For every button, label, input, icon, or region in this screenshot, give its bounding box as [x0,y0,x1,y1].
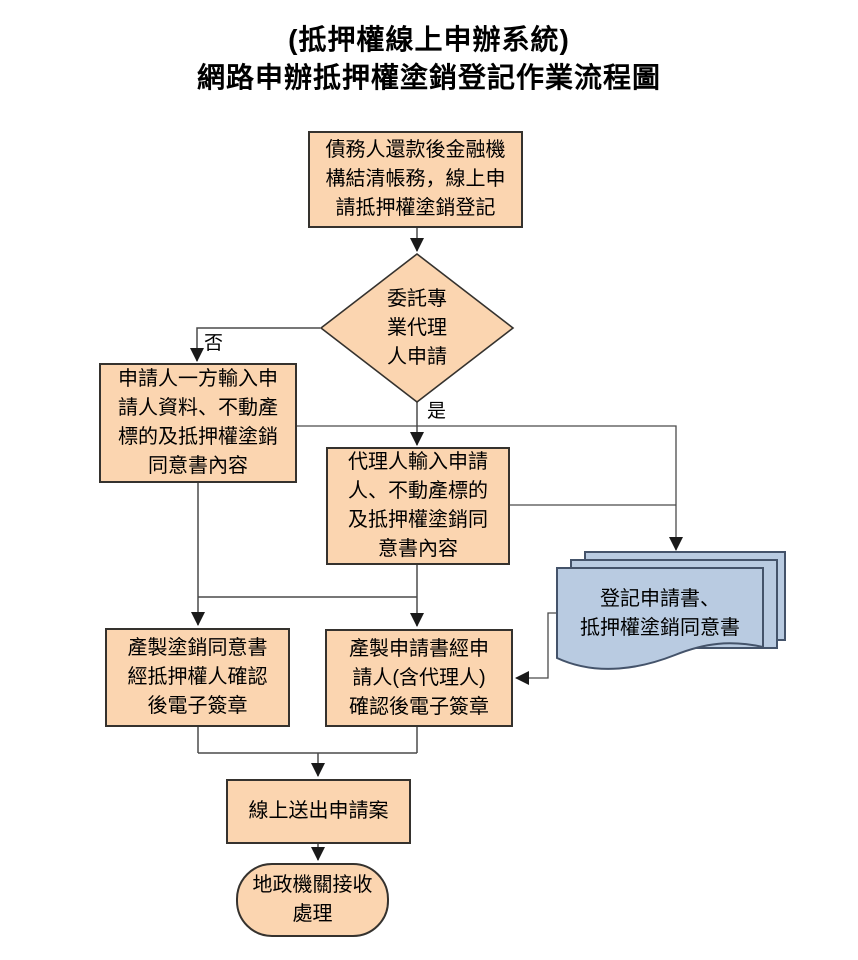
branch-label-no: 否 [204,333,224,354]
decision-diamond-shape [319,252,515,404]
node-submit: 線上送出申請案 [226,779,411,844]
node-agent-input: 代理人輸入申請 人、不動產標的 及抵押權塗銷同 意書內容 [326,447,510,565]
page-title: (抵押權線上申辦系統) 網路申辦抵押權塗銷登記作業流程圖 [0,21,858,97]
node-applicant-input: 申請人一方輸入申 請人資料、不動產 標的及抵押權塗銷 同意書內容 [99,363,297,483]
node-consent-sign: 產製塗銷同意書 經抵押權人確認 後電子簽章 [105,628,290,727]
connector-applicant-documents [297,425,683,551]
node-application-sign: 產製申請書經申 請人(含代理人) 確認後電子簽章 [325,629,513,727]
node-terminal: 地政機關接收 處理 [236,863,389,937]
branch-label-yes: 是 [427,401,447,422]
connector-no-branch [190,327,320,362]
document-front-shape [556,567,764,670]
node-start: 債務人還款後金融機 構結清帳務，線上申 請抵押權塗銷登記 [308,131,523,228]
connector-documents-application [515,612,557,685]
page-title-line2: 網路申辦抵押權塗銷登記作業流程圖 [196,62,661,93]
page-title-line1: (抵押權線上申辦系統) [288,24,570,55]
